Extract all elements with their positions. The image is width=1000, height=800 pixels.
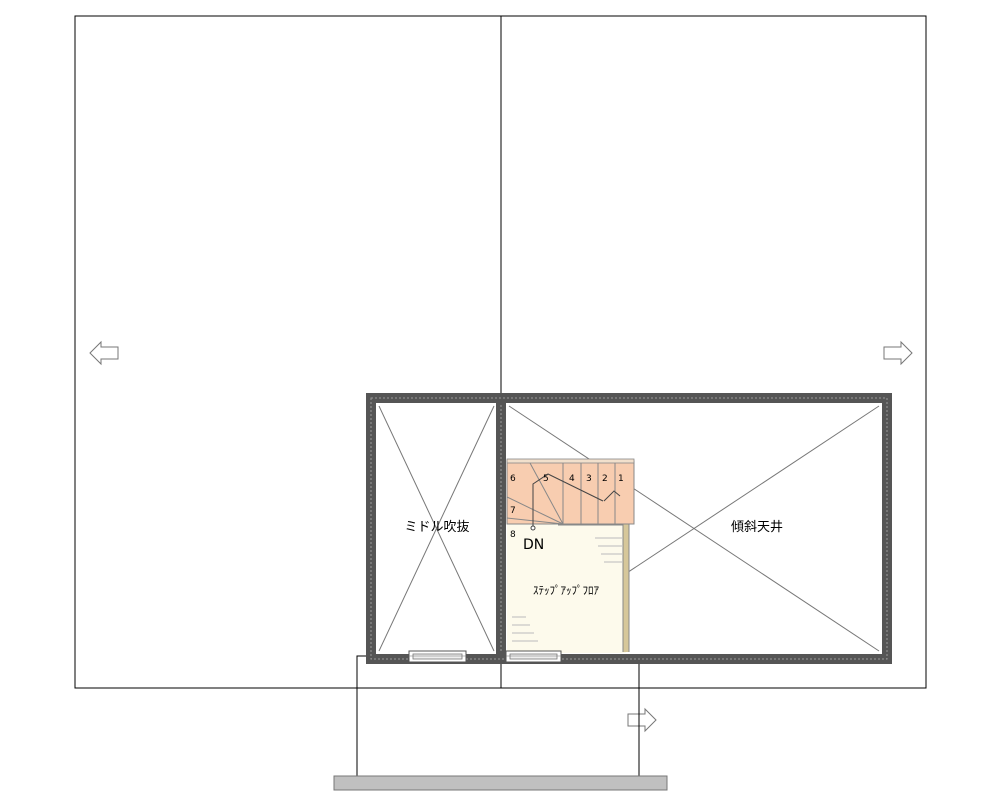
arrow-right-icon (883, 340, 913, 366)
ground-bar (333, 775, 668, 791)
handrail-edge (558, 524, 624, 652)
window (505, 650, 562, 663)
step-up-floor (507, 522, 626, 653)
void-cross-line-b (378, 405, 495, 652)
entrance-arrow-icon (627, 707, 657, 733)
step-number: 5 (543, 474, 549, 484)
porch-outline (356, 655, 640, 776)
window (408, 650, 467, 663)
step-number: 8 (510, 530, 516, 540)
partition-wall (496, 403, 506, 654)
step-number: 6 (510, 474, 516, 484)
arrow-left-icon (89, 340, 119, 366)
stair-winder-line (506, 517, 564, 525)
stair-winder-line (529, 462, 564, 525)
step-number: 7 (510, 506, 516, 516)
stair-winder-line (506, 496, 564, 525)
room-label-sloped-ceiling: 傾斜天井 (731, 520, 783, 535)
step-number: 2 (602, 474, 608, 484)
stair-top-rail (506, 458, 635, 464)
room-label-middle-void: ミドル吹抜 (404, 519, 469, 535)
step-number: 3 (586, 474, 592, 484)
stair-start-dot (530, 525, 536, 531)
room-label-step-up-floor: ｽﾃｯﾌﾟｱｯﾌﾟﾌﾛｱ (533, 584, 599, 597)
step-number: 4 (569, 474, 575, 484)
step-number: 1 (618, 474, 624, 484)
stair-direction-label: DN (523, 537, 544, 553)
stair-direction-line (532, 473, 621, 527)
wall-hatch (370, 397, 888, 660)
